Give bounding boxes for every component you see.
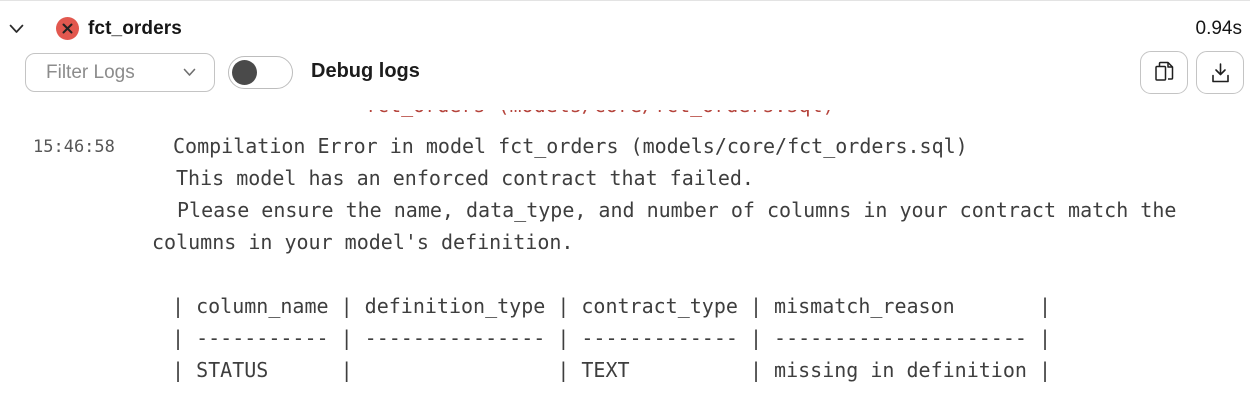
contract-table-separator-row: | ----------- | --------------- | ------… [172, 326, 1051, 350]
x-icon [62, 23, 73, 34]
log-timestamp: 15:46:58 [33, 137, 115, 157]
collapse-chevron-button[interactable] [5, 19, 27, 39]
contract-table-header-row: | column_name | definition_type | contra… [172, 294, 1051, 318]
run-duration-label: 0.94s [1195, 18, 1242, 39]
log-panel-header: fct_orders 0.94s [0, 1, 1250, 53]
contract-table-data-row: | STATUS | | TEXT | missing in definitio… [172, 358, 1051, 382]
chevron-down-icon [183, 68, 196, 77]
filter-logs-dropdown[interactable]: Filter Logs [25, 53, 215, 92]
filter-logs-label: Filter Logs [46, 61, 135, 83]
scrolled-error-line-remnant: fct_orders (models/core/fct_orders.sql) [365, 110, 925, 121]
debug-logs-toggle[interactable] [228, 56, 293, 89]
model-name-label: fct_orders [88, 18, 182, 39]
log-line-message: Please ensure the name, data_type, and n… [177, 198, 1177, 222]
debug-logs-label: Debug logs [311, 60, 420, 82]
log-line-message: This model has an enforced contract that… [176, 166, 754, 190]
copy-logs-button[interactable] [1140, 51, 1188, 94]
log-line-error-title: Compilation Error in model fct_orders (m… [173, 134, 968, 158]
copy-icon [1154, 61, 1173, 81]
chevron-down-icon [9, 24, 23, 33]
panel-top-border [0, 0, 1250, 1]
log-toolbar: Filter Logs Debug logs [0, 48, 1250, 100]
log-line-message-wrap: columns in your model's definition. [152, 230, 574, 254]
error-status-icon [56, 17, 79, 40]
log-output[interactable]: fct_orders (models/core/fct_orders.sql) … [0, 104, 1250, 404]
download-icon [1211, 62, 1229, 82]
toggle-knob [232, 59, 257, 85]
download-logs-button[interactable] [1196, 51, 1244, 94]
